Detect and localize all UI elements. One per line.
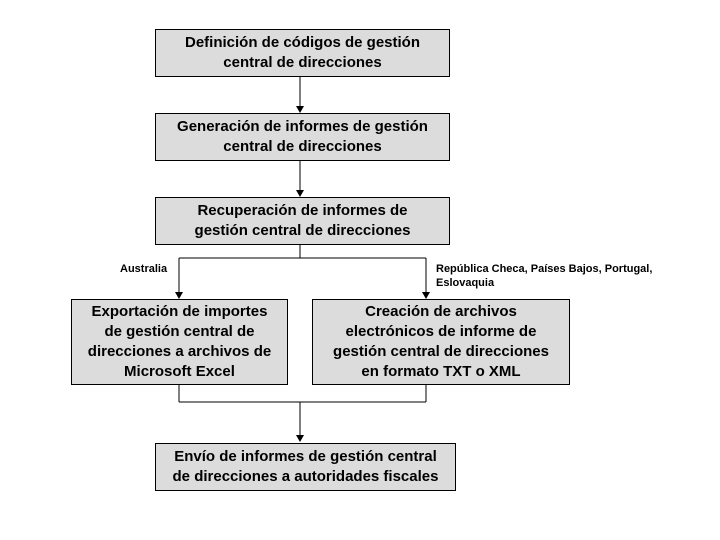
node-recovery: Recuperación de informes de gestión cent… bbox=[155, 197, 450, 245]
node-send-reports: Envío de informes de gestión central de … bbox=[155, 443, 456, 491]
node-export-excel: Exportación de importes de gestión centr… bbox=[71, 299, 288, 385]
branch-label-right: República Checa, Países Bajos, Portugal,… bbox=[436, 263, 653, 289]
node-create-files: Creación de archivos electrónicos de inf… bbox=[312, 299, 570, 385]
node-definition: Definición de códigos de gestión central… bbox=[155, 29, 450, 77]
node-generation: Generación de informes de gestión centra… bbox=[155, 113, 450, 161]
branch-label-left: Australia bbox=[120, 263, 168, 275]
